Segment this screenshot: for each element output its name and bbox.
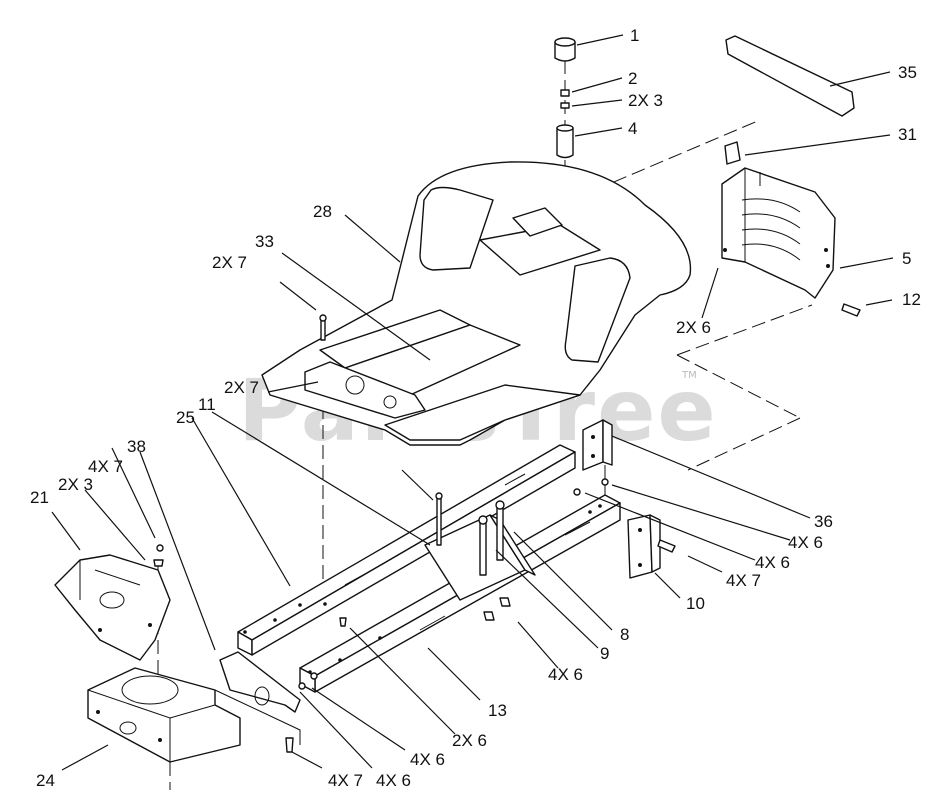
part-28-body[interactable] xyxy=(261,161,692,446)
part-6-hardware-right[interactable] xyxy=(573,478,609,496)
callout-4x7-left: 4X 7 xyxy=(88,457,123,476)
callout-4x6-r1: 4X 6 xyxy=(788,533,823,552)
callout-labels: 1 2 2X 3 4 35 31 28 33 2X 7 5 12 2X 6 2X… xyxy=(30,26,921,790)
callout-4x6-r2: 4X 6 xyxy=(755,553,790,572)
part-35-decal[interactable] xyxy=(725,35,855,117)
callout-11: 11 xyxy=(198,395,216,414)
callout-2x6-right: 2X 6 xyxy=(676,318,711,337)
callout-10: 10 xyxy=(686,594,705,613)
frame-rails[interactable] xyxy=(237,444,621,693)
part-7-bolt-body[interactable] xyxy=(319,314,327,341)
part-7-bolt-right[interactable] xyxy=(657,539,676,553)
part-38-strap[interactable] xyxy=(214,651,301,745)
part-2-3-hardware[interactable] xyxy=(560,89,570,109)
part-3-7-hardware-left[interactable] xyxy=(153,544,164,567)
callout-2x3-top: 2X 3 xyxy=(628,91,663,110)
callout-36: 36 xyxy=(814,512,833,531)
callout-28: 28 xyxy=(313,202,332,221)
callout-1: 1 xyxy=(630,26,639,45)
part-8-9-rods[interactable] xyxy=(478,500,505,576)
part-4-spacer[interactable] xyxy=(556,124,574,159)
callout-13: 13 xyxy=(488,701,507,720)
part-31-decal[interactable] xyxy=(724,141,741,165)
part-21-front-bracket[interactable] xyxy=(54,554,171,661)
callout-38: 38 xyxy=(127,437,146,456)
callout-4: 4 xyxy=(628,119,637,138)
part-1-cap[interactable] xyxy=(554,37,576,62)
callout-9: 9 xyxy=(600,644,609,663)
callout-5: 5 xyxy=(902,249,911,268)
callout-4x6-center: 4X 6 xyxy=(548,665,583,684)
callout-12: 12 xyxy=(902,290,921,309)
callout-2: 2 xyxy=(628,69,637,88)
part-11-bolt[interactable] xyxy=(435,492,443,546)
callout-4x6-bottom1: 4X 6 xyxy=(410,750,445,769)
callout-24: 24 xyxy=(36,771,55,790)
callout-4x7-right: 4X 7 xyxy=(726,571,761,590)
callout-21: 21 xyxy=(30,488,49,507)
callout-35: 35 xyxy=(898,63,917,82)
part-6-nuts-center[interactable] xyxy=(483,597,511,621)
part-24-front-plate[interactable] xyxy=(87,667,241,763)
callout-4x6-bottom2: 4X 6 xyxy=(376,771,411,790)
callout-8: 8 xyxy=(620,625,629,644)
callout-33: 33 xyxy=(255,232,274,251)
callout-2x3-left: 2X 3 xyxy=(58,475,93,494)
callout-2x6-bottom: 2X 6 xyxy=(452,731,487,750)
callout-25: 25 xyxy=(176,408,195,427)
part-6-7-hardware-bottom[interactable] xyxy=(285,617,347,753)
callout-2x7-top: 2X 7 xyxy=(212,253,247,272)
callout-2x7-mid: 2X 7 xyxy=(224,378,259,397)
leader-lines xyxy=(51,34,894,771)
callout-4x7-bottom: 4X 7 xyxy=(328,771,363,790)
assembly-lines xyxy=(157,60,813,790)
callout-31: 31 xyxy=(898,125,917,144)
part-36-bracket[interactable] xyxy=(582,419,613,471)
part-5-rear-guard[interactable] xyxy=(721,167,836,299)
watermark-trademark: TM xyxy=(681,370,697,381)
part-12-bolt[interactable] xyxy=(841,303,861,317)
part-10-bracket[interactable] xyxy=(627,514,661,579)
